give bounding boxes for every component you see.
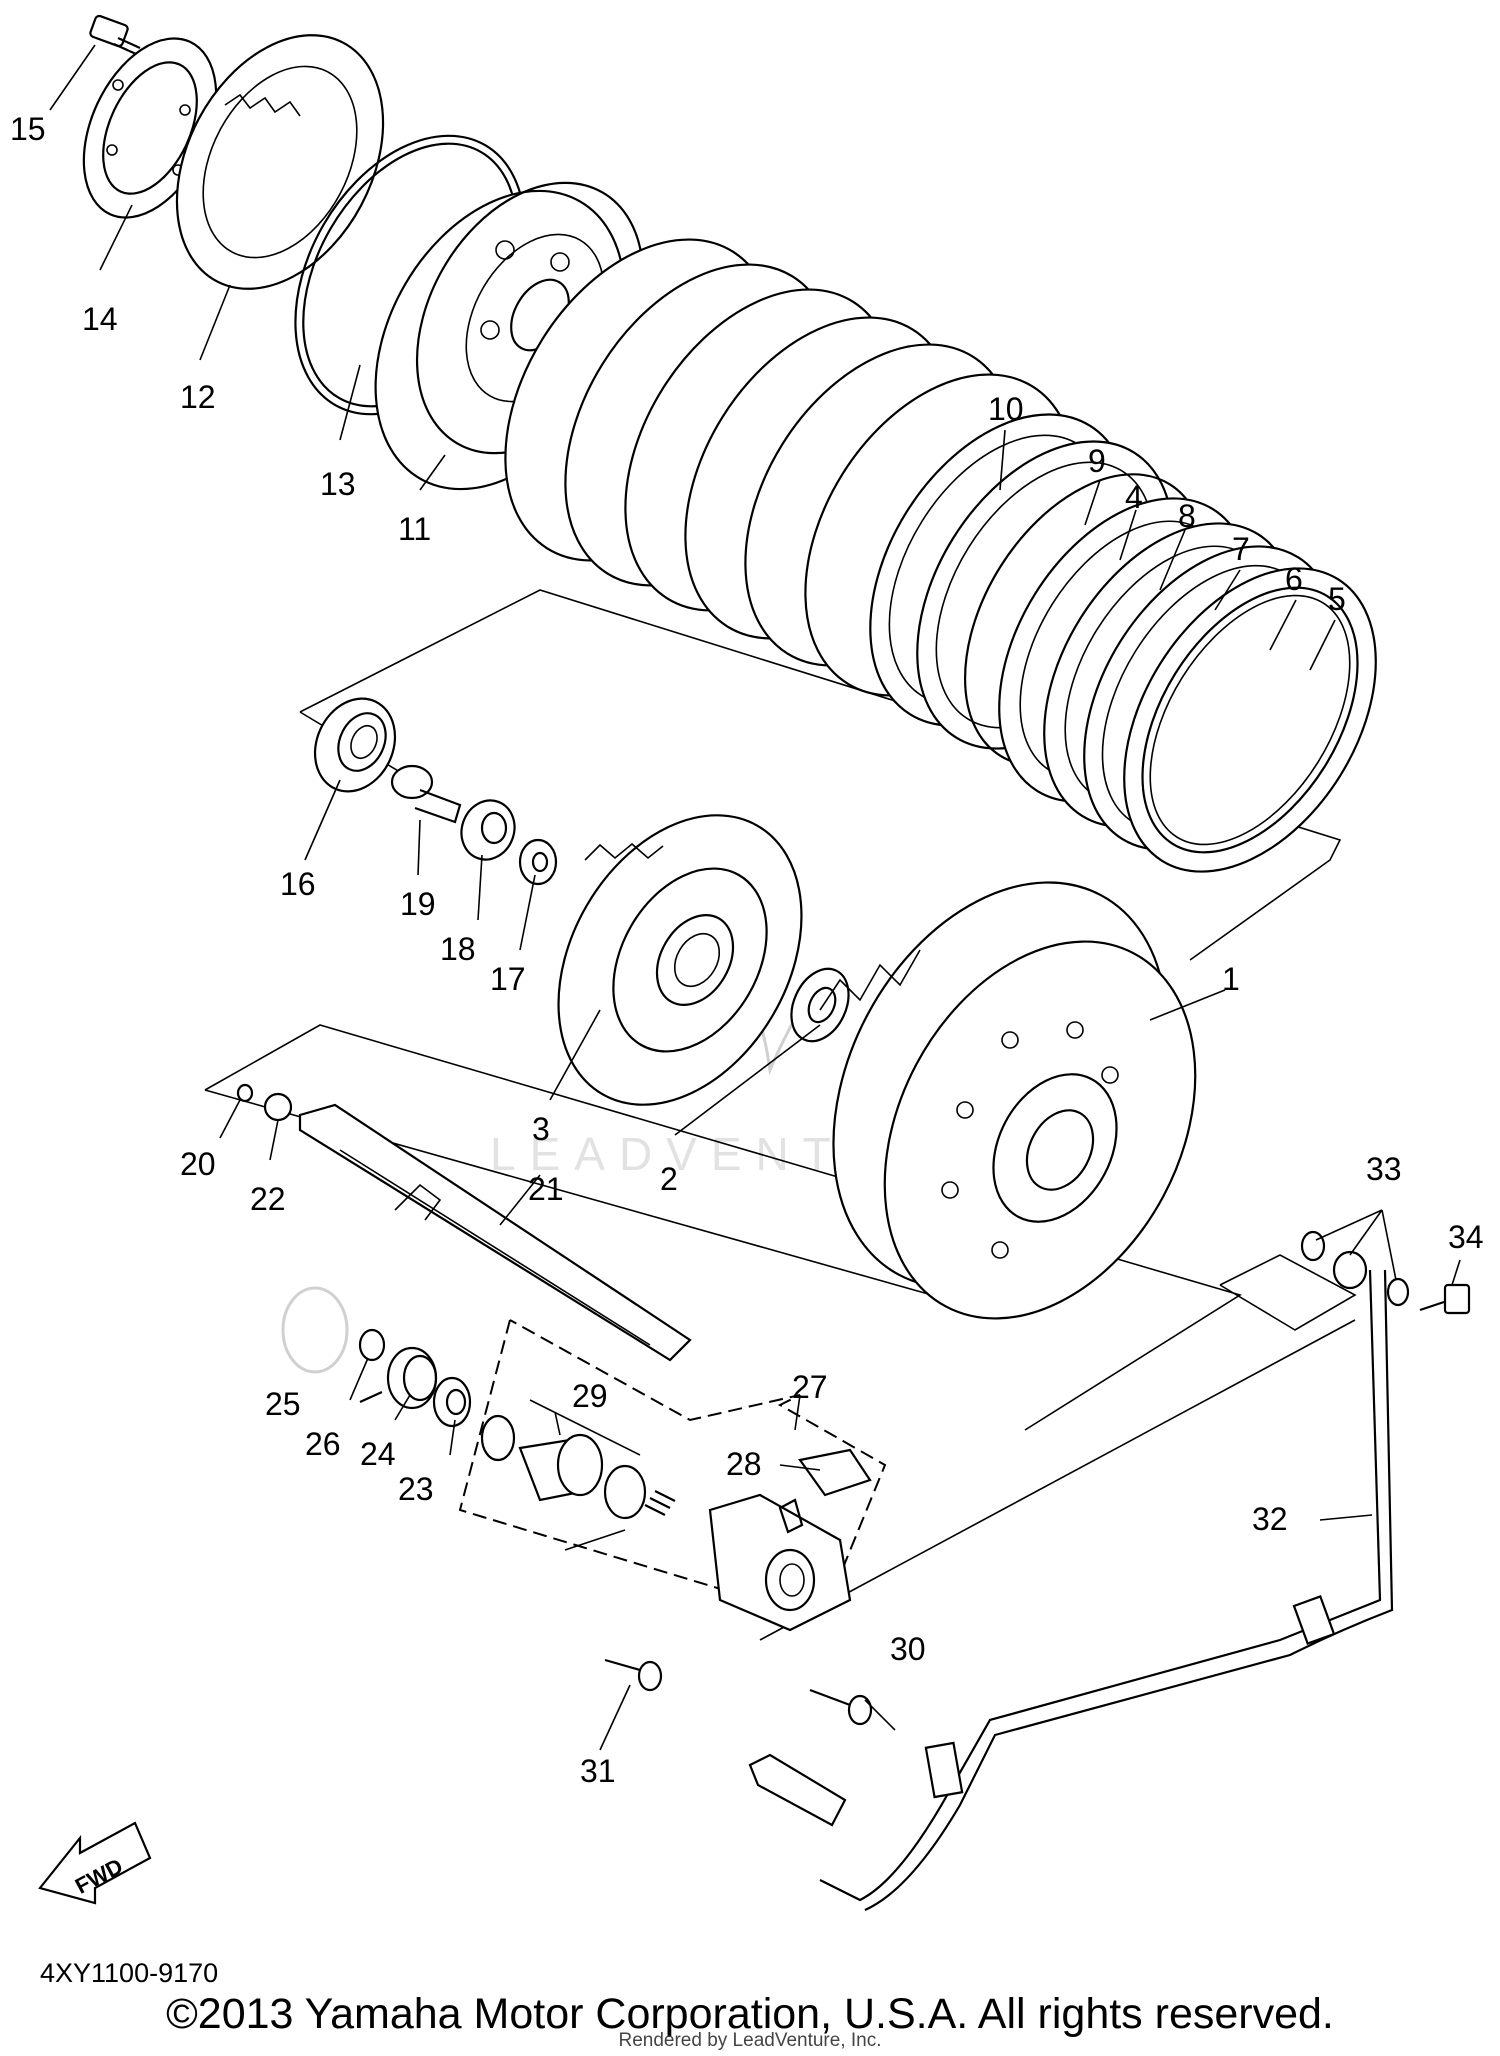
hose-mount-outline xyxy=(1219,1254,1357,1331)
part-30-bolt[interactable] xyxy=(809,1688,873,1726)
part-17-lock-washer[interactable] xyxy=(518,838,558,886)
copyright-notice: ©2013 Yamaha Motor Corporation, U.S.A. A… xyxy=(166,1990,1334,2038)
part-labels: 15 14 12 13 11 10 9 4 8 7 6 5 1 2 3 16 1… xyxy=(10,111,1484,1789)
part-21-push-rod-shaft[interactable] xyxy=(298,1103,692,1362)
label-28: 28 xyxy=(726,1446,762,1482)
label-12: 12 xyxy=(180,379,216,415)
part-34-union-bolt[interactable] xyxy=(1419,1283,1471,1315)
label-23: 23 xyxy=(398,1471,434,1507)
label-31: 31 xyxy=(580,1753,616,1789)
leader-lines xyxy=(49,44,1461,1751)
label-25: 25 xyxy=(265,1386,301,1422)
label-26: 26 xyxy=(305,1426,341,1462)
label-27: 27 xyxy=(792,1369,828,1405)
label-22: 22 xyxy=(250,1181,286,1217)
part-22-ball[interactable] xyxy=(263,1092,293,1122)
rendered-by: Rendered by LeadVenture, Inc. xyxy=(618,2030,882,2051)
part-15-bolt[interactable] xyxy=(89,14,141,56)
label-13: 13 xyxy=(320,466,356,502)
label-20: 20 xyxy=(180,1146,216,1182)
label-6: 6 xyxy=(1285,561,1303,597)
label-14: 14 xyxy=(82,301,118,337)
label-32: 32 xyxy=(1252,1501,1288,1537)
label-3: 3 xyxy=(532,1111,550,1147)
label-30: 30 xyxy=(890,1631,926,1667)
label-21: 21 xyxy=(528,1171,564,1207)
forward-direction-arrow: FWD xyxy=(38,1821,152,1905)
label-1: 1 xyxy=(1222,961,1240,997)
label-10: 10 xyxy=(988,391,1024,427)
label-18: 18 xyxy=(440,931,476,967)
label-4: 4 xyxy=(1125,479,1143,515)
label-8: 8 xyxy=(1178,498,1196,534)
part-2-thrust-washer[interactable] xyxy=(780,960,859,1051)
part-23-seal[interactable] xyxy=(432,1376,472,1428)
part-1-clutch-housing[interactable] xyxy=(767,825,1258,1373)
label-29: 29 xyxy=(572,1378,608,1414)
label-2: 2 xyxy=(660,1161,678,1197)
part-19-push-rod[interactable] xyxy=(390,764,462,824)
label-17: 17 xyxy=(490,961,526,997)
part-31-bolt[interactable] xyxy=(604,1658,663,1692)
label-15: 15 xyxy=(10,111,46,147)
part-29-piston-kit[interactable] xyxy=(480,1399,676,1520)
label-16: 16 xyxy=(280,866,316,902)
diagram-code: 4XY1100-9170 xyxy=(40,1958,219,1988)
part-28-bleed-screw[interactable] xyxy=(778,1448,872,1534)
label-24: 24 xyxy=(360,1436,396,1472)
label-19: 19 xyxy=(400,886,436,922)
part-32-clutch-hose[interactable] xyxy=(748,1269,1394,1912)
label-7: 7 xyxy=(1232,531,1250,567)
part-27-slave-cylinder[interactable] xyxy=(708,1493,852,1632)
label-5: 5 xyxy=(1328,581,1346,617)
label-33: 33 xyxy=(1366,1151,1402,1187)
part-33-union-washers[interactable] xyxy=(1300,1230,1410,1307)
part-20-circlip[interactable] xyxy=(236,1083,254,1103)
part-26-pin[interactable] xyxy=(359,1390,383,1404)
part-3-clutch-boss[interactable] xyxy=(509,772,851,1148)
label-9: 9 xyxy=(1088,443,1106,479)
part-16-bearing[interactable] xyxy=(300,685,409,804)
part-25-seal-ring[interactable] xyxy=(281,1286,386,1374)
part-18-nut[interactable] xyxy=(453,793,522,867)
label-34: 34 xyxy=(1448,1219,1484,1255)
label-11: 11 xyxy=(398,511,431,547)
part-24-piston[interactable] xyxy=(386,1346,438,1410)
slave-cylinder-outline xyxy=(458,1319,887,1612)
part-5-clutch-plate[interactable] xyxy=(1072,523,1428,917)
